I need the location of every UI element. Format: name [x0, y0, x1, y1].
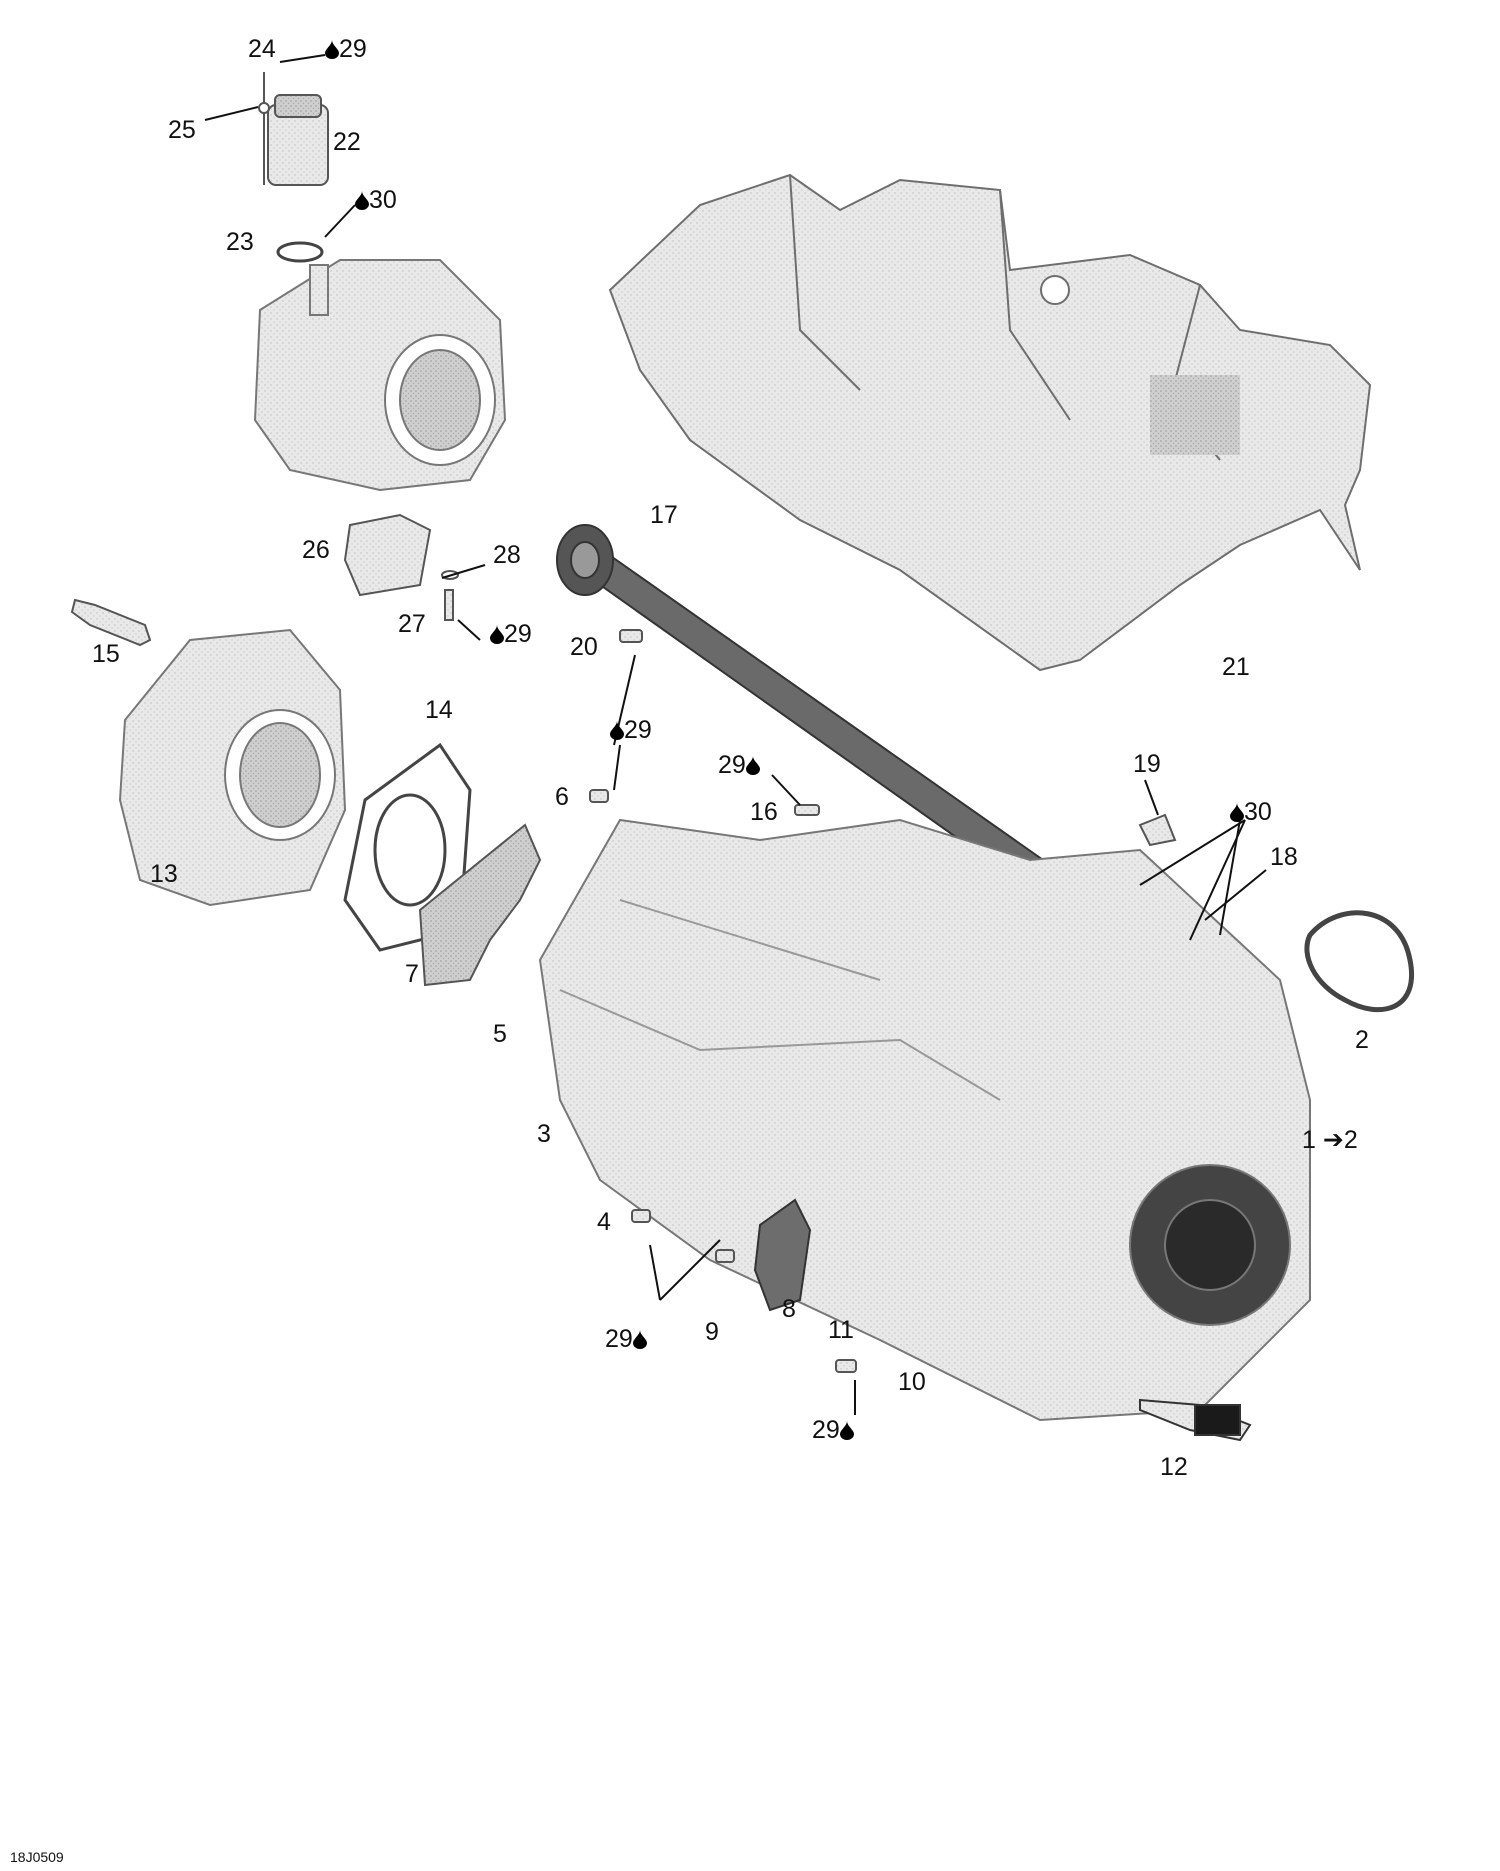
mounting-plate-part: [418, 823, 542, 987]
idle-actuator-part: [258, 72, 329, 186]
callout-14: 14: [425, 696, 453, 724]
lube-callout-4-9: 29: [605, 1327, 647, 1352]
callout-23: 23: [226, 228, 254, 256]
oil-drop-icon: [325, 40, 339, 59]
callout-25: 25: [168, 116, 196, 144]
callout-8: 8: [782, 1295, 796, 1323]
seal-ring-part: [1304, 910, 1414, 1013]
oil-drop-icon: [632, 1330, 647, 1349]
lube-callout-18: 30: [1230, 800, 1272, 825]
air-temp-sensor-part: [1139, 1398, 1252, 1442]
callout-12: 12: [1160, 1453, 1188, 1481]
oil-drop-icon: [1230, 803, 1244, 822]
oil-drop-icon: [610, 721, 624, 740]
oil-drop-icon: [355, 191, 369, 210]
callout-11: 11: [828, 1316, 854, 1344]
lube-callout-20: 29: [610, 718, 652, 743]
oil-drop-icon: [745, 756, 760, 775]
lube-callout-24: 29: [325, 37, 367, 62]
callout-17: 17: [650, 501, 678, 529]
temperature-sensor-part: [70, 598, 152, 647]
throttle-body-lower-part: [118, 628, 347, 907]
callout-27: 27: [398, 610, 426, 638]
callout-28: 28: [493, 541, 521, 569]
intake-manifold-part: [538, 818, 1311, 1422]
callout-3: 3: [537, 1120, 551, 1148]
callout-15: 15: [92, 640, 120, 668]
callout-9: 9: [705, 1318, 719, 1346]
callout-22: 22: [333, 128, 361, 156]
callout-10: 10: [898, 1368, 926, 1396]
screw-parts: [589, 629, 1177, 1373]
callout-21: 21: [1222, 653, 1250, 681]
sensor-bracket-part: [343, 513, 459, 621]
callout-13: 13: [150, 860, 178, 888]
oil-drop-icon: [490, 625, 504, 644]
map-sensor-part: [753, 1198, 812, 1312]
callout-18: 18: [1270, 843, 1298, 871]
callout-16: 16: [750, 798, 778, 826]
lube-callout-27: 29: [490, 622, 532, 647]
callout-6: 6: [555, 783, 569, 811]
callout-1: 1 ➔2: [1302, 1126, 1358, 1154]
lube-callout-16: 29: [718, 753, 760, 778]
o-ring-part: [276, 241, 324, 263]
callout-20: 20: [570, 633, 598, 661]
lube-callout-23: 30: [355, 188, 397, 213]
callout-19: 19: [1133, 750, 1161, 778]
callout-26: 26: [302, 536, 330, 564]
oil-drop-icon: [839, 1421, 854, 1440]
engine-cover-part: [608, 173, 1372, 672]
callout-2: 2: [1355, 1026, 1369, 1054]
diagram-id: 18J0509: [10, 1849, 64, 1865]
lube-callout-11: 29: [812, 1418, 854, 1443]
throttle-body-upper-part: [253, 259, 507, 492]
callout-5: 5: [493, 1020, 507, 1048]
callout-4: 4: [597, 1208, 611, 1236]
callout-7: 7: [405, 960, 419, 988]
callout-24: 24: [248, 35, 276, 63]
